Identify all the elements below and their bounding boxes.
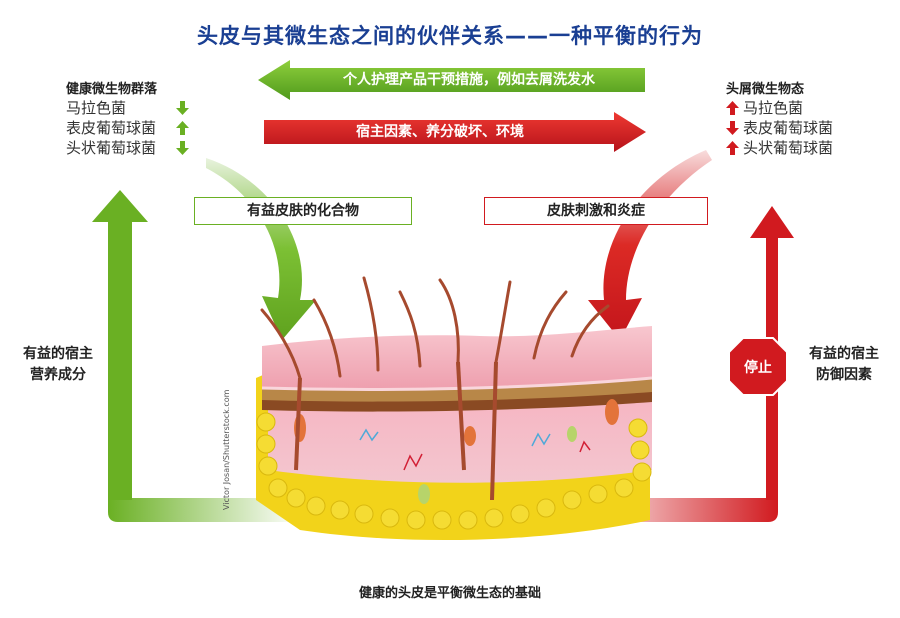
stop-label: 停止 <box>744 360 772 376</box>
organism-name: 马拉色菌 <box>66 99 127 117</box>
irritation-inflammation-box: 皮肤刺激和炎症 <box>484 197 708 225</box>
beneficial-compounds-box: 有益皮肤的化合物 <box>194 197 412 225</box>
dandruff-organism-row: 表皮葡萄球菌 <box>726 118 833 138</box>
skin-cross-section <box>256 276 653 541</box>
organism-name: 表皮葡萄球菌 <box>743 119 834 137</box>
increase-arrow-icon <box>726 101 739 115</box>
green-intervention-arrow <box>258 60 645 100</box>
healthy-organism-row: 表皮葡萄球菌 <box>66 118 189 138</box>
dandruff-microbiome-heading: 头屑微生物态 <box>726 82 805 97</box>
green-bottom-bar <box>108 498 300 522</box>
dandruff-organism-list: 马拉色菌 表皮葡萄球菌 头状葡萄球菌 <box>726 98 833 158</box>
healthy-organism-list: 马拉色菌 表皮葡萄球菌 头状葡萄球菌 <box>66 98 189 158</box>
image-credit: Victor Josan/Shutterstock.com <box>222 389 231 510</box>
organism-name: 表皮葡萄球菌 <box>66 119 157 137</box>
decrease-arrow-icon <box>176 101 189 115</box>
host-defense-line: 有益的宿主 <box>809 346 879 362</box>
organism-name: 头状葡萄球菌 <box>743 139 834 157</box>
organism-name: 马拉色菌 <box>743 99 804 117</box>
increase-arrow-icon <box>726 141 739 155</box>
dandruff-organism-row: 马拉色菌 <box>726 98 833 118</box>
red-curved-arrow <box>588 150 712 340</box>
host-nutrients-line: 营养成分 <box>30 367 86 383</box>
green-curved-arrow <box>206 158 316 340</box>
green-vertical-arrow <box>92 190 148 500</box>
decrease-arrow-icon <box>176 141 189 155</box>
diagram-caption: 健康的头皮是平衡微生态的基础 <box>358 586 541 601</box>
dandruff-organism-row: 头状葡萄球菌 <box>726 138 833 158</box>
green-banner-label: 个人护理产品干预措施，例如去屑洗发水 <box>343 72 595 88</box>
increase-arrow-icon <box>176 121 189 135</box>
page-title: 头皮与其微生态之间的伙伴关系——一种平衡的行为 <box>197 24 703 48</box>
healthy-microbiome-heading: 健康微生物群落 <box>66 82 158 97</box>
organism-name: 头状葡萄球菌 <box>66 139 157 157</box>
host-nutrients-label: 有益的宿主 营养成分 <box>10 344 106 386</box>
host-defense-line: 防御因素 <box>816 367 872 383</box>
red-disruption-arrow <box>264 112 646 152</box>
decrease-arrow-icon <box>726 121 739 135</box>
stop-octagon-icon <box>728 337 788 396</box>
red-banner-label: 宿主因素、养分破坏、环境 <box>356 124 524 140</box>
host-defense-label: 有益的宿主 防御因素 <box>796 344 892 386</box>
host-nutrients-line: 有益的宿主 <box>23 346 93 362</box>
healthy-organism-row: 马拉色菌 <box>66 98 189 118</box>
healthy-organism-row: 头状葡萄球菌 <box>66 138 189 158</box>
